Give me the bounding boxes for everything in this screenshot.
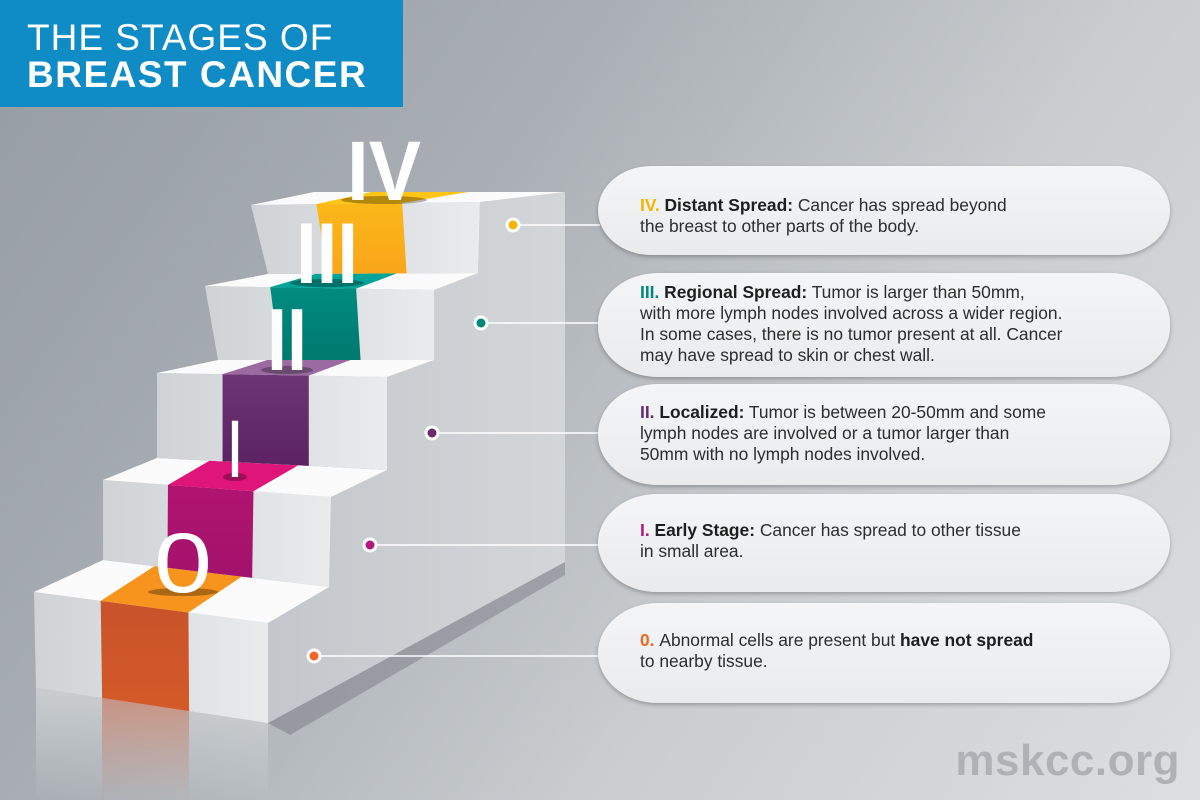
numeral-shadow [341, 196, 427, 204]
description-line: the breast to other parts of the body. [640, 216, 1007, 237]
step-color-stripe-front [270, 287, 361, 360]
step-color-stripe-top [222, 360, 351, 376]
step-color-stripe-top [316, 192, 469, 205]
stage-heading: Localized: [659, 402, 745, 422]
description-segment: with more lymph nodes involved across a … [640, 303, 1063, 323]
step-IV [251, 192, 565, 274]
title-banner: THE STAGES OF BREAST CANCER [0, 0, 403, 107]
stage-I-description: I. Early Stage: Cancer has spread to oth… [598, 494, 1170, 592]
staircase-side-wall [268, 192, 565, 723]
stage-numeral: 0 [154, 516, 212, 610]
description-segment: may have spread to skin or chest wall. [640, 345, 935, 365]
stage-heading: Distant Spread: [664, 195, 794, 215]
numeral-shadow [223, 473, 247, 481]
step-color-stripe-front [316, 203, 407, 274]
title-line-2: BREAST CANCER [27, 54, 368, 95]
title-line-1: THE STAGES OF [27, 17, 334, 58]
step-color-stripe-front [167, 484, 254, 578]
description-segment: the breast to other parts of the body. [640, 216, 920, 236]
step-III [205, 273, 478, 360]
description-line: lymph nodes are involved or a tumor larg… [640, 423, 1046, 444]
connector-dot [309, 651, 319, 661]
stage-label: I. [640, 520, 655, 540]
description-line: 50mm with no lymph nodes involved. [640, 444, 1046, 465]
stage-IV-description: IV. Distant Spread: Cancer has spread be… [598, 166, 1170, 255]
description-line: III. Regional Spread: Tumor is larger th… [640, 282, 1062, 303]
stage-numeral: II [267, 290, 307, 389]
stage-II-description: II. Localized: Tumor is between 20-50mm … [598, 384, 1170, 485]
numeral-shadow [148, 588, 218, 596]
stage-heading: Early Stage: [654, 520, 756, 540]
step-color-stripe-top [270, 273, 397, 289]
brand-logo-text: mskcc.org [955, 736, 1180, 785]
step-0 [34, 560, 329, 723]
stage-label: 0. [640, 630, 660, 650]
stage-heading: have not spread [900, 630, 1034, 650]
description-line: 0. Abnormal cells are present but have n… [640, 630, 1033, 651]
description-line: may have spread to skin or chest wall. [640, 345, 1062, 366]
description-segment: Tumor is larger than 50mm, [807, 282, 1025, 302]
description-segment: to nearby tissue. [640, 651, 768, 671]
description-text: III. Regional Spread: Tumor is larger th… [640, 282, 1062, 366]
stripe-reflection [102, 697, 190, 800]
stage-label: III. [640, 282, 665, 302]
description-text: 0. Abnormal cells are present but have n… [640, 630, 1033, 672]
description-line: in small area. [640, 541, 1021, 562]
description-segment: in small area. [640, 541, 744, 561]
step-color-stripe-front [100, 600, 190, 712]
description-segment: Cancer has spread beyond [793, 195, 1007, 215]
step-color-stripe-front [222, 374, 309, 466]
description-segment: Tumor is between 20-50mm and some [744, 402, 1046, 422]
connector-dot [508, 220, 518, 230]
stage-label: II. [640, 402, 660, 422]
stage-label: IV. [640, 195, 665, 215]
description-line: IV. Distant Spread: Cancer has spread be… [640, 195, 1007, 216]
stage-numeral: IV [347, 124, 421, 218]
description-segment: lymph nodes are involved or a tumor larg… [640, 423, 1010, 443]
stage-heading: Regional Spread: [664, 282, 808, 302]
description-segment: 50mm with no lymph nodes involved. [640, 444, 926, 464]
description-line: II. Localized: Tumor is between 20-50mm … [640, 402, 1046, 423]
connector-dot [365, 540, 375, 550]
stage-III-description: III. Regional Spread: Tumor is larger th… [598, 273, 1170, 377]
numeral-shadow [290, 279, 364, 287]
step-color-stripe-top [100, 566, 242, 613]
connector-dot [427, 428, 437, 438]
description-segment: Abnormal cells are present but [659, 630, 901, 650]
description-text: IV. Distant Spread: Cancer has spread be… [640, 195, 1007, 237]
description-segment: In some cases, there is no tumor present… [640, 324, 1063, 344]
description-line: with more lymph nodes involved across a … [640, 303, 1062, 324]
connector-dot [476, 318, 486, 328]
numeral-shadow [261, 366, 313, 374]
step-color-stripe-top [167, 460, 299, 492]
description-text: I. Early Stage: Cancer has spread to oth… [640, 520, 1021, 562]
step-I [103, 458, 387, 587]
description-line: In some cases, there is no tumor present… [640, 324, 1062, 345]
description-line: to nearby tissue. [640, 651, 1033, 672]
wall-shadow [268, 562, 565, 735]
description-text: II. Localized: Tumor is between 20-50mm … [640, 402, 1046, 465]
stage-numeral: III [296, 206, 358, 302]
description-segment: Cancer has spread to other tissue [755, 520, 1021, 540]
step-II [157, 360, 434, 470]
stage-0-description: 0. Abnormal cells are present but have n… [598, 603, 1170, 703]
stage-numeral: I [229, 404, 241, 495]
description-line: I. Early Stage: Cancer has spread to oth… [640, 520, 1021, 541]
